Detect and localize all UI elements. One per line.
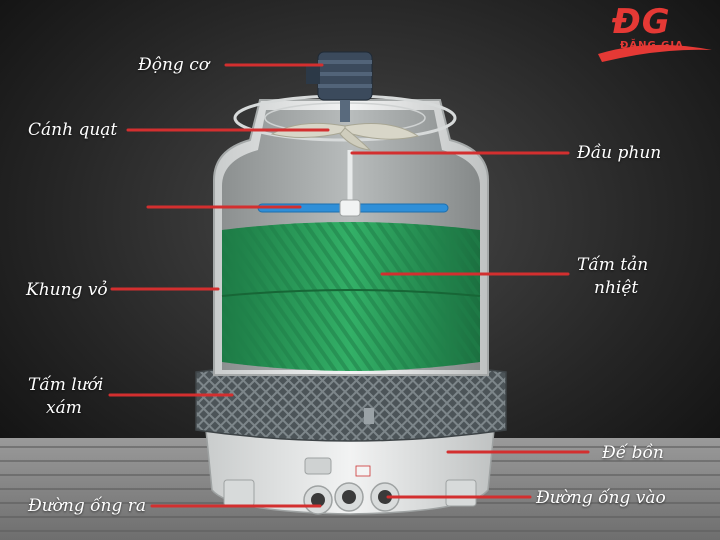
motor-fin-3 — [318, 84, 372, 88]
pipe-outlet — [303, 485, 333, 515]
logo-mark: ĐG — [612, 2, 671, 42]
label-tam-luoi-xam-line2: xám — [46, 398, 82, 418]
logo-name: ĐẶNG GIA — [620, 40, 684, 51]
label-de-bon: Đế bồn — [602, 443, 664, 463]
label-dong-co: Động cơ — [138, 55, 209, 75]
label-dau-phun: Đầu phun — [577, 143, 662, 163]
pipe-inlet — [370, 482, 400, 512]
label-duong-ong-vao: Đường ống vào — [536, 488, 666, 508]
fill-media-seam — [221, 289, 481, 297]
motor-shaft — [340, 100, 350, 122]
motor-fin-1 — [318, 60, 372, 64]
motor-terminal-box — [306, 66, 320, 84]
base-foot-right — [445, 479, 477, 507]
base-foot-left — [223, 479, 255, 507]
pipe-middle — [334, 482, 364, 512]
label-tam-tan-nhiet-line2: nhiệt — [594, 278, 639, 298]
spray-nozzle-hub — [339, 199, 361, 217]
logo-swoosh — [598, 44, 712, 62]
drain-fitting — [304, 457, 332, 475]
mesh-latch — [364, 408, 374, 424]
motor-fin-2 — [318, 72, 372, 76]
fan-blade-front — [339, 127, 372, 151]
label-canh-quat: Cánh quạt — [28, 120, 118, 140]
label-tam-tan-nhiet-line1: Tấm tản — [577, 255, 649, 275]
warning-sticker — [355, 465, 371, 477]
label-khung-vo: Khung vỏ — [26, 280, 108, 300]
fill-media-ridges — [222, 222, 480, 371]
label-tam-luoi-xam-line1: Tấm lưới — [28, 375, 104, 395]
fan-blade-right — [344, 123, 420, 140]
label-duong-ong-ra: Đường ống ra — [28, 496, 147, 516]
